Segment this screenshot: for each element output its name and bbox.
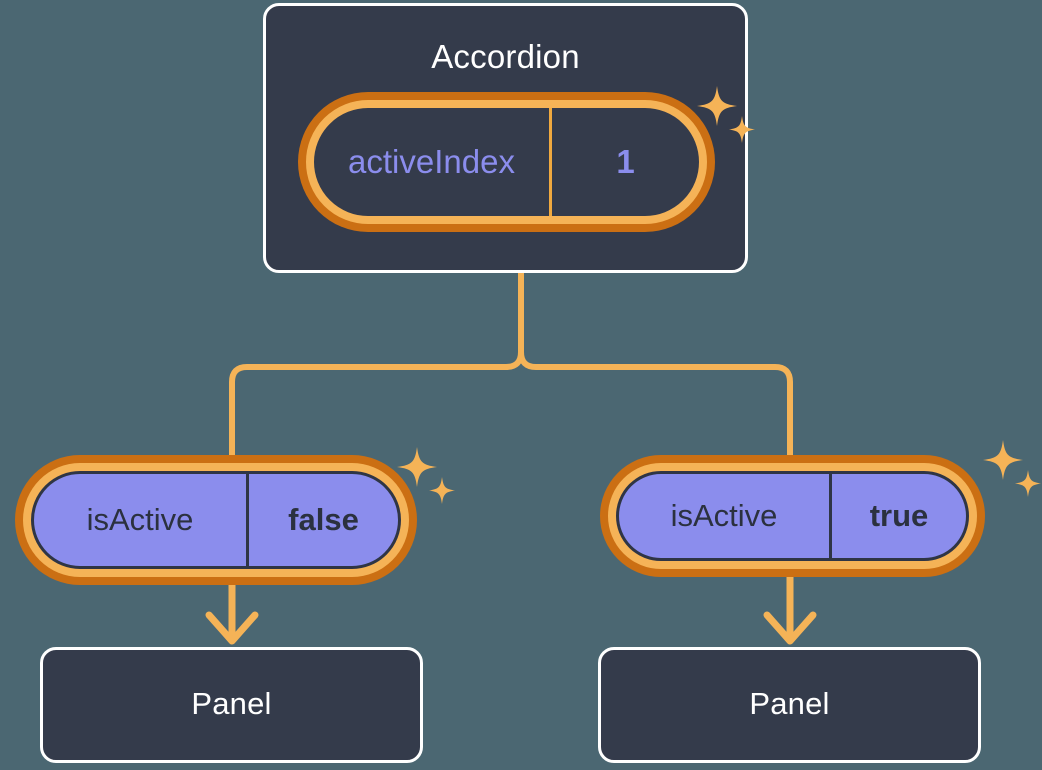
state-value-is-active-left: false <box>288 502 359 537</box>
arrow-down-icon-right <box>763 561 817 645</box>
sparkles-icon-right <box>983 440 1041 497</box>
component-card-panel-left[interactable]: Panel <box>40 647 423 763</box>
state-key-is-active-left: isActive <box>34 474 249 566</box>
state-key-active-index: activeIndex <box>314 108 552 216</box>
sparkle-large-icon <box>983 440 1023 480</box>
state-value-is-active-right: true <box>869 498 929 533</box>
state-pill-is-active-right[interactable]: isActive true <box>616 471 969 561</box>
sparkle-small-icon <box>1015 470 1041 497</box>
arrow-down-icon-left <box>205 569 259 645</box>
component-title-panel-left: Panel <box>191 686 272 721</box>
component-card-panel-right[interactable]: Panel <box>598 647 981 763</box>
state-pill-is-active-left[interactable]: isActive false <box>31 471 401 569</box>
sparkle-small-icon <box>429 477 455 504</box>
sparkle-large-icon <box>397 447 437 487</box>
state-value-active-index: 1 <box>616 143 635 180</box>
connector-root-to-left-child <box>229 349 524 474</box>
connector-root-to-children <box>518 270 793 474</box>
component-title-accordion: Accordion <box>431 38 580 75</box>
state-key-is-active-right: isActive <box>619 474 832 558</box>
state-pill-active-index[interactable]: activeIndex 1 <box>306 100 707 224</box>
sparkles-icon-left <box>397 447 455 504</box>
component-title-panel-right: Panel <box>749 686 830 721</box>
